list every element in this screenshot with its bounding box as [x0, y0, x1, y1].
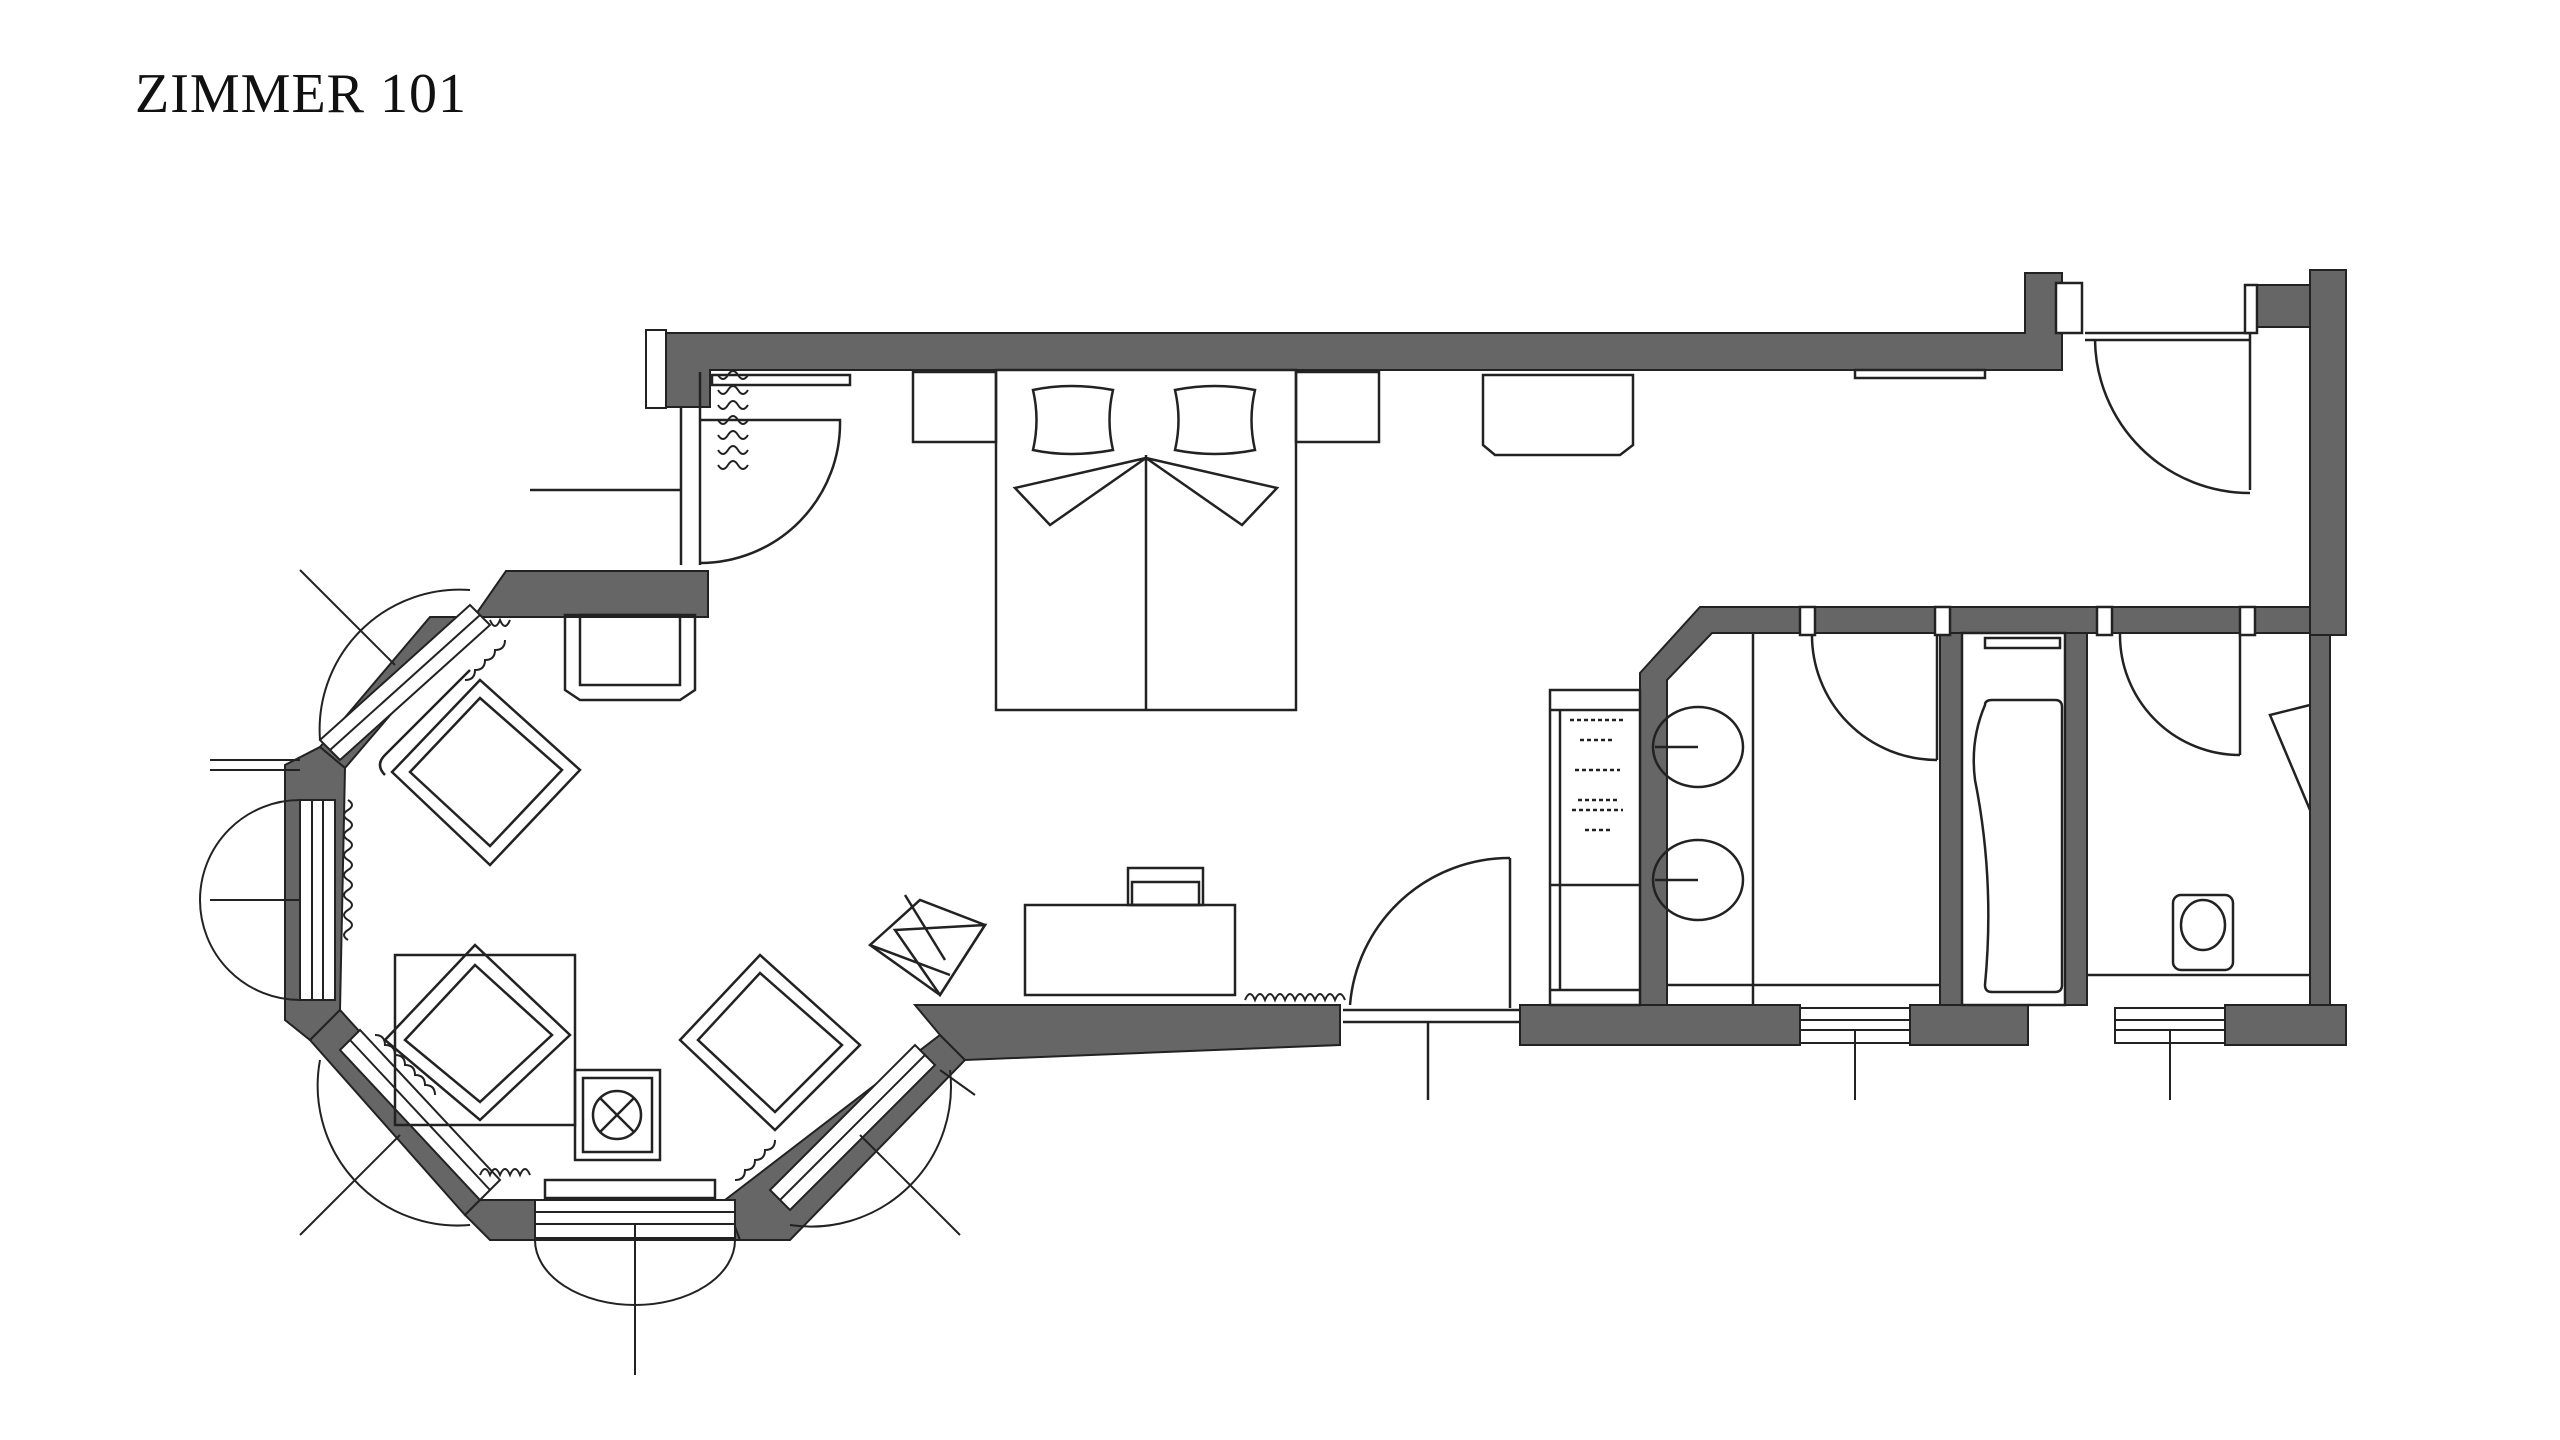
radiator-west	[343, 799, 353, 941]
doors	[530, 281, 2312, 1100]
window-sw	[299, 1028, 502, 1236]
window-south	[534, 1199, 736, 1375]
armchair-north	[378, 669, 582, 867]
wardrobe	[1548, 688, 1642, 1007]
hall-door	[1343, 856, 1520, 1100]
bathtub	[1960, 631, 2067, 1007]
window-west	[199, 759, 336, 1001]
wc-toilet	[2171, 893, 2235, 972]
sink-upper	[1651, 705, 1745, 789]
wc-east-wall	[2309, 634, 2331, 1006]
radiator-desk	[1244, 993, 1346, 1003]
window-wc	[2114, 1007, 2226, 1100]
tv-cabinet	[563, 613, 697, 702]
top-wall	[664, 272, 2063, 408]
radiator-entry	[717, 370, 749, 470]
window-se	[768, 1043, 976, 1236]
sofa	[1023, 866, 1237, 997]
radiator-nw	[464, 617, 511, 681]
pillow-left	[1031, 384, 1115, 456]
south-wall-mid2	[1909, 1004, 2029, 1046]
pillow-right	[1173, 384, 1257, 456]
bath-north-wall	[1639, 606, 2311, 1006]
coffee-table	[573, 1068, 662, 1162]
room-title: ZIMMER 101	[135, 63, 467, 125]
bath-partition-2	[2064, 632, 2088, 1006]
windows	[199, 569, 2226, 1375]
radiator-south	[479, 1168, 531, 1178]
vanity	[1651, 633, 1755, 1005]
lounge-chair	[868, 894, 988, 998]
closet-door	[2268, 703, 2312, 811]
left-stub-wall	[645, 329, 667, 409]
walls	[284, 269, 2347, 1241]
side-table-small	[710, 373, 852, 387]
bath-partition-1	[1939, 632, 1963, 1006]
south-wall-mid	[1519, 1004, 1801, 1046]
sink-lower	[1651, 838, 1745, 922]
top-right-wall-stub	[2247, 284, 2311, 328]
armchair-west	[383, 943, 577, 1127]
living-north-wall	[472, 570, 709, 618]
window-bath	[1799, 1007, 1911, 1100]
south-wall-right	[2224, 1004, 2347, 1046]
luggage-rack	[1853, 368, 1987, 380]
armchair-east	[678, 953, 862, 1132]
bath-door	[1798, 605, 1952, 762]
entry-door	[2054, 281, 2259, 495]
radiators	[343, 370, 1346, 1181]
window-bench	[543, 1178, 717, 1200]
living-door	[530, 372, 842, 565]
wc-door	[2095, 605, 2257, 757]
radiator-se	[734, 1139, 776, 1181]
nightstand-right	[1294, 370, 1381, 444]
bed	[994, 368, 1298, 712]
window-nw	[299, 569, 492, 762]
nightstand-left	[911, 370, 998, 444]
desk-stool	[1481, 373, 1635, 457]
right-exterior-wall	[2309, 269, 2347, 636]
south-wall-left	[912, 1004, 1341, 1062]
radiator-sw	[374, 1034, 436, 1096]
